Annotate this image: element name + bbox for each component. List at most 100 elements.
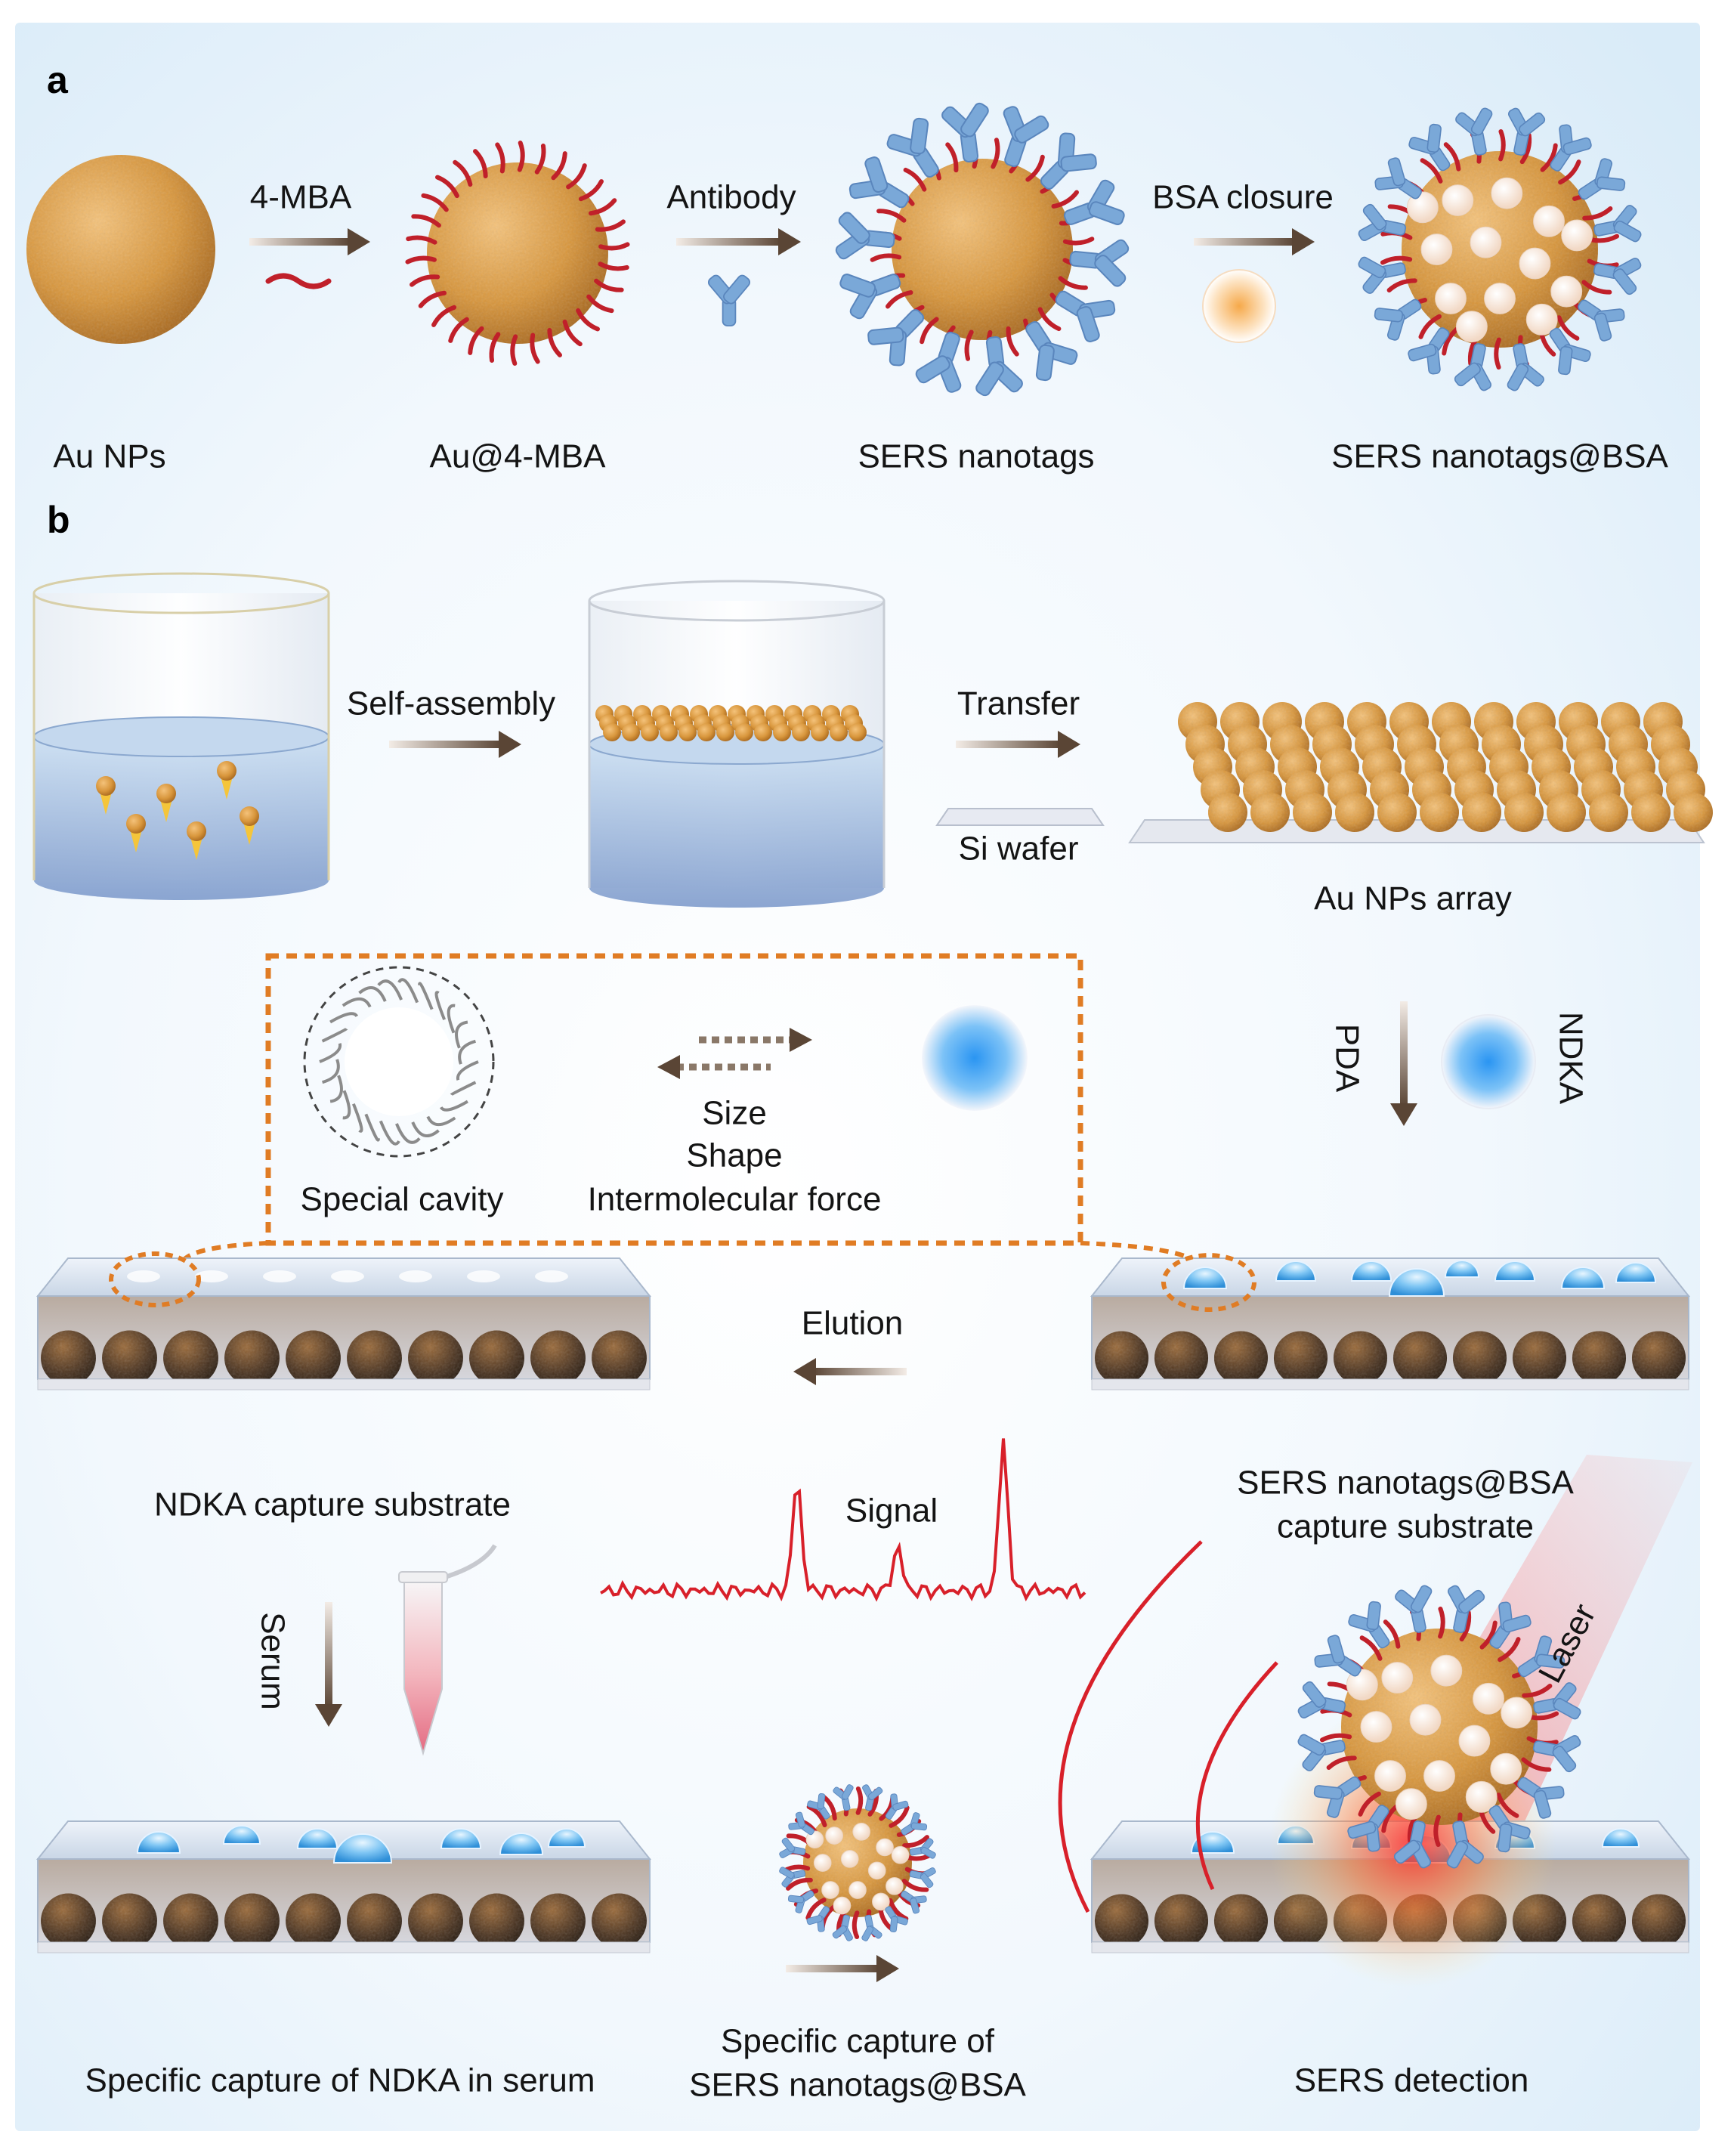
array-au-sphere [1293,793,1332,832]
signal-wave-inner [1195,1661,1278,1891]
antibody-mark [1358,256,1406,294]
array-au-sphere [1420,793,1459,832]
au-nps-array-label: Au NPs array [1314,880,1512,917]
signal-label: Signal [845,1492,938,1530]
antibody-mark [1507,343,1544,391]
substrate-au-sphere [1273,1331,1328,1385]
substrate-au-sphere [163,1330,218,1386]
sers-nanotag-bsa [1358,107,1642,391]
match-size-label: Size [702,1094,767,1132]
antibody-mark [832,1914,853,1941]
substrate-au-sphere [408,1893,463,1949]
panel-label-b: b [47,499,70,541]
antibody-mark [788,1811,814,1836]
antibody-mark [1507,107,1546,156]
pda-label: PDA [1328,1023,1366,1093]
antibody-mark [1297,1681,1346,1719]
substrate-au-sphere [347,1893,402,1949]
step-au-nps-label: Au NPs [53,438,166,475]
substrate-au-sphere [1572,1331,1627,1385]
substrate-au-sphere [530,1330,586,1386]
antibody-mark [1003,106,1049,168]
arrow-antibody-label: Antibody [666,178,796,216]
antibody-mark [975,336,1023,397]
substrate-au-sphere [1154,1331,1209,1385]
match-intermolecular-force-label: Intermolecular force [587,1180,882,1218]
array-au-sphere [1674,793,1713,832]
substrate-au-sphere [286,1893,341,1949]
substrate-au-sphere [530,1893,586,1949]
antibody-mark [1408,123,1451,172]
recognition-double-arrow [657,1028,812,1079]
antibody-mark [1348,1601,1390,1649]
arrow-bsa-closure-label: BSA closure [1152,178,1334,216]
match-shape-label: Shape [686,1137,783,1174]
step-au-4mba-label: Au@4-MBA [429,438,606,475]
antibody-mark [909,1838,936,1859]
antibody-mark [1314,1635,1362,1677]
bsa-icon [1202,269,1276,343]
substrate-au-sphere [163,1893,218,1949]
antibody-mark [1446,1820,1484,1869]
array-au-sphere [1208,793,1247,832]
substrate-au-sphere [102,1330,157,1386]
array-au-sphere [1250,793,1290,832]
substrate-au-sphere [1572,1894,1627,1948]
array-au-sphere [1377,793,1417,832]
array-au-sphere [1547,793,1586,832]
nanotags-capture-substrate-line2: capture substrate [1277,1508,1534,1545]
antibody-mark [1517,1635,1566,1678]
panel-label-a: a [47,59,68,101]
arrow-bsa-closure [1194,228,1315,255]
ndka-capture-substrate-label: NDKA capture substrate [153,1486,512,1523]
ndka-template-icon [922,1005,1028,1111]
cavity-highlight-right [1161,1253,1256,1312]
panel-a-graphics [26,102,1642,397]
nanotag-antibodies [779,1784,936,1941]
antibody-mark [1055,290,1116,342]
nanotags-capture-substrate-line1: SERS nanotags@BSA [1237,1464,1574,1502]
antibody-mark [1532,1734,1581,1773]
sers-nanotag-linkers [870,137,1095,362]
antibody-mark [941,102,989,163]
pda-ndka-substrate [1090,1257,1691,1390]
special-cavity-icon [303,966,495,1158]
self-assembly-cup-before [32,572,330,900]
antibody-mark [839,274,901,320]
antibody-mark [779,1867,806,1888]
antibody-mark [807,1793,830,1820]
substrate-au-sphere [1512,1331,1567,1385]
arrow-elution [793,1358,907,1385]
serum-label: Serum [254,1612,292,1710]
substrate-au-sphere [469,1893,524,1949]
substrate-au-sphere [1631,1894,1686,1948]
ndka-label: NDKA [1552,1011,1590,1105]
au-np-bare [26,155,215,344]
substrate-au-sphere [224,1893,280,1949]
raman-signal-spectrum [600,1438,1086,1602]
substrate-au-sphere [1452,1331,1507,1385]
arrow-pda [1390,1001,1417,1126]
antibody-mark [1347,1805,1389,1852]
ndka-target-icon [1441,1014,1536,1109]
antibody-mark [1069,239,1130,287]
arrow-specific-capture [786,1955,899,1982]
detection-nanotag-bsa [1297,1585,1581,1869]
elution-label: Elution [801,1304,904,1342]
signal-wave-outer [1058,1540,1203,1913]
substrate-au-sphere [41,1893,96,1949]
sers-nanotag-antibodies [835,102,1130,397]
sers-nanotag-core [892,159,1073,340]
substrate-au-sphere [1333,1331,1388,1385]
substrate-au-sphere [1213,1894,1269,1948]
antibody-mark [1374,157,1422,200]
array-au-sphere [1335,793,1374,832]
nanotag-antibodies [1358,107,1642,391]
imprinted-cavities [127,1270,568,1282]
antibody-mark [915,331,962,393]
antibody-mark [1549,327,1591,376]
nanotag-antibodies [1297,1585,1581,1869]
array-au-sphere [1589,793,1628,832]
antibody-mark [867,309,925,367]
